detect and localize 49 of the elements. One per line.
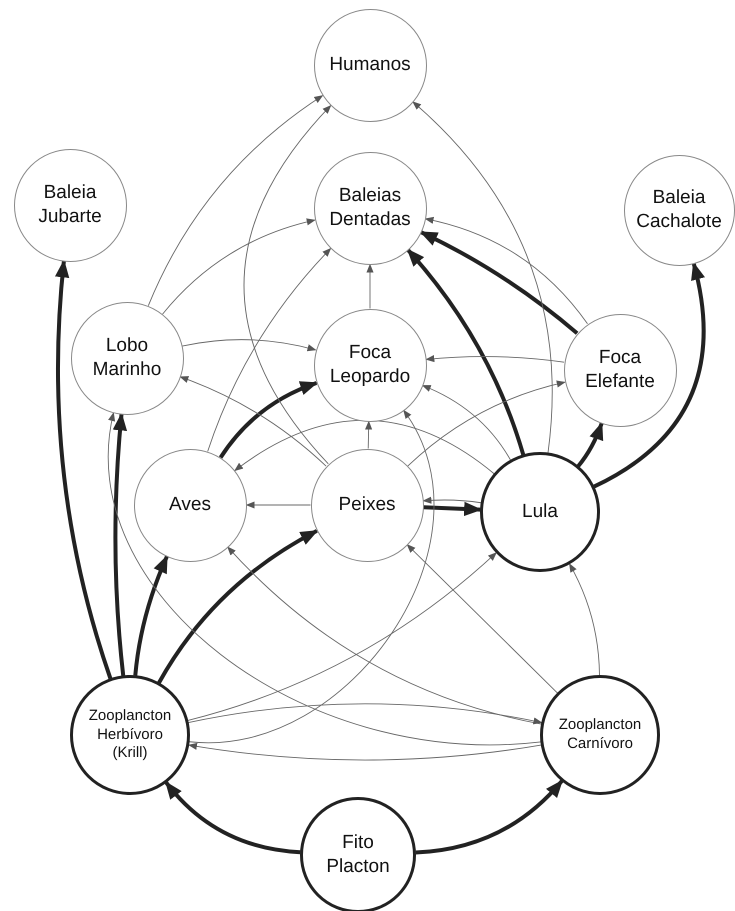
- node-label: Baleia Cachalote: [635, 186, 723, 234]
- arrow: [424, 217, 588, 324]
- node-label: Zooplancton Herbívoro (Krill): [88, 706, 172, 764]
- arrow: [593, 262, 706, 488]
- arrow: [188, 410, 434, 742]
- arrow: [188, 552, 497, 721]
- arrow: [423, 502, 482, 516]
- arrow: [366, 264, 374, 309]
- arrow: [133, 554, 169, 676]
- node-label: Zooplancton Carnívoro: [558, 716, 642, 754]
- node-label: Lula: [521, 500, 559, 524]
- node-label: Humanos: [328, 53, 412, 77]
- node-label: Foca Elefante: [584, 346, 656, 394]
- arrow: [365, 420, 372, 449]
- arrow: [182, 339, 316, 352]
- arrow: [188, 703, 542, 725]
- node-label: Baleia Jubarte: [37, 181, 103, 229]
- arrow: [162, 218, 316, 315]
- arrow: [164, 781, 300, 854]
- arrow: [419, 230, 578, 335]
- arrow: [422, 385, 511, 460]
- arrow: [246, 501, 311, 509]
- arrow: [188, 742, 542, 760]
- arrow: [234, 420, 495, 474]
- arrow: [406, 544, 558, 694]
- arrow: [108, 412, 542, 746]
- arrow: [416, 780, 564, 855]
- node-label: Baleias Dentadas: [328, 184, 412, 232]
- arrow: [148, 95, 324, 306]
- node-label: Lobo Marinho: [92, 334, 162, 382]
- arrow: [412, 101, 553, 454]
- arrow: [569, 563, 600, 676]
- node-label: Foca Leopardo: [328, 341, 412, 389]
- arrow: [112, 412, 128, 676]
- arrow: [218, 381, 318, 459]
- arrow: [227, 546, 542, 725]
- arrow: [244, 104, 332, 464]
- node-label: Aves: [168, 493, 212, 517]
- arrow: [422, 496, 482, 504]
- arrow: [407, 380, 566, 466]
- node-label: Peixes: [337, 493, 397, 517]
- arrow: [207, 248, 332, 452]
- node-label: Fito Placton: [325, 831, 391, 879]
- arrow: [406, 248, 526, 456]
- arrow: [157, 529, 318, 684]
- arrow: [425, 355, 564, 363]
- arrow: [55, 259, 112, 680]
- arrow: [179, 376, 326, 467]
- arrow: [576, 422, 604, 468]
